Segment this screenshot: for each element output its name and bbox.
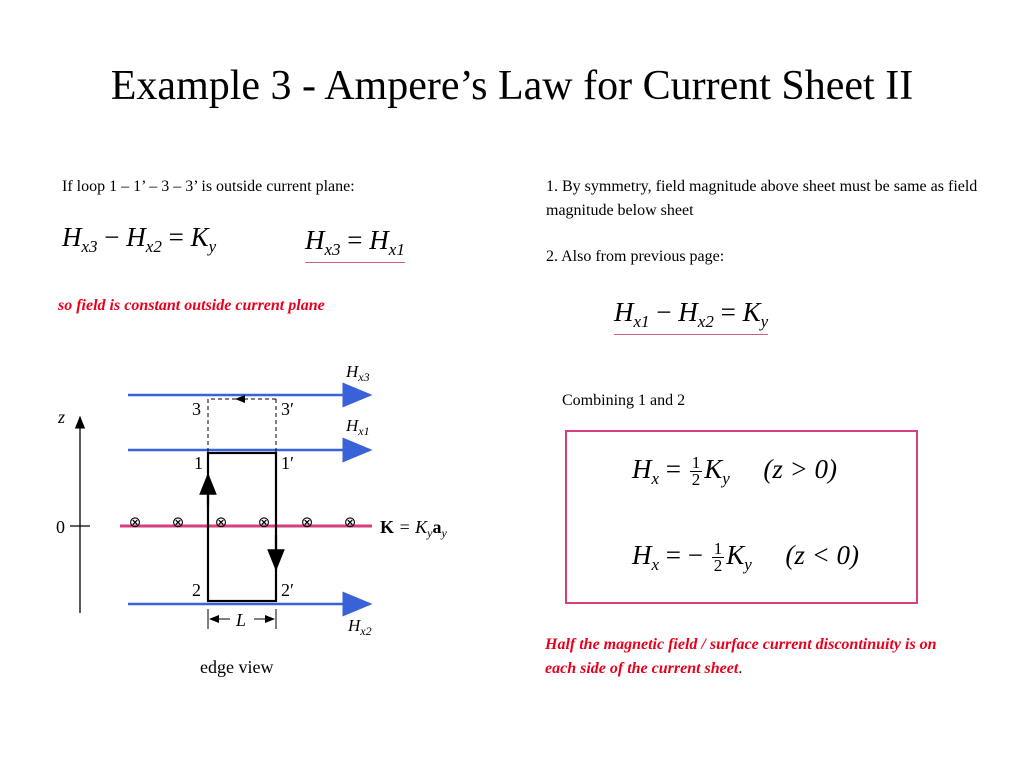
otimes-marker: ⊗ [215, 515, 228, 531]
otimes-marker: ⊗ [129, 515, 142, 531]
label-hx2: Hx2 [347, 616, 372, 638]
equation-hx1-minus-hx2: Hx1 − Hx2 = Ky [614, 297, 769, 335]
combining-text: Combining 1 and 2 [562, 392, 686, 409]
corner-2-prime: 2′ [281, 580, 294, 600]
edge-view-caption: edge view [200, 657, 273, 677]
corner-1-prime: 1′ [281, 453, 294, 473]
equation-hx3-minus-hx2: Hx3 − Hx2 = Ky [62, 222, 217, 256]
otimes-marker: ⊗ [301, 515, 314, 531]
slide-title: Example 3 - Ampere’s Law for Current She… [110, 63, 914, 109]
z-axis-label: z [57, 407, 65, 427]
summary-note: Half the magnetic field / surface curren… [545, 636, 937, 677]
condition-text: If loop 1 – 1’ – 3 – 3’ is outside curre… [62, 178, 355, 195]
corner-2: 2 [192, 580, 201, 600]
amperian-loop [206, 451, 278, 603]
label-hx3: Hx3 [345, 362, 370, 384]
otimes-marker: ⊗ [344, 515, 357, 531]
zero-label: 0 [56, 517, 65, 537]
corner-3-prime: 3′ [281, 399, 294, 419]
result-box [565, 430, 918, 604]
point-2-text: 2. Also from previous page: [546, 248, 725, 265]
otimes-marker: ⊗ [258, 515, 271, 531]
conclusion-text: so field is constant outside current pla… [58, 297, 325, 314]
point-1-text: 1. By symmetry, field magnitude above sh… [546, 178, 978, 219]
edge-view-diagram: z 0 Hx3 Hx1 Hx2 ⊗ ⊗ ⊗ ⊗ ⊗ ⊗ K = Kyay 3 3… [56, 362, 448, 677]
current-into-page-markers: ⊗ ⊗ ⊗ ⊗ ⊗ ⊗ [129, 515, 357, 531]
otimes-marker: ⊗ [172, 515, 185, 531]
dim-label-L: L [235, 610, 246, 630]
label-hx1: Hx1 [345, 416, 370, 438]
equation-hx3-equals-hx1: Hx3 = Hx1 [305, 225, 405, 263]
sheet-current-label: K = Kyay [380, 517, 448, 540]
corner-1: 1 [194, 453, 203, 473]
corner-3: 3 [192, 399, 201, 419]
